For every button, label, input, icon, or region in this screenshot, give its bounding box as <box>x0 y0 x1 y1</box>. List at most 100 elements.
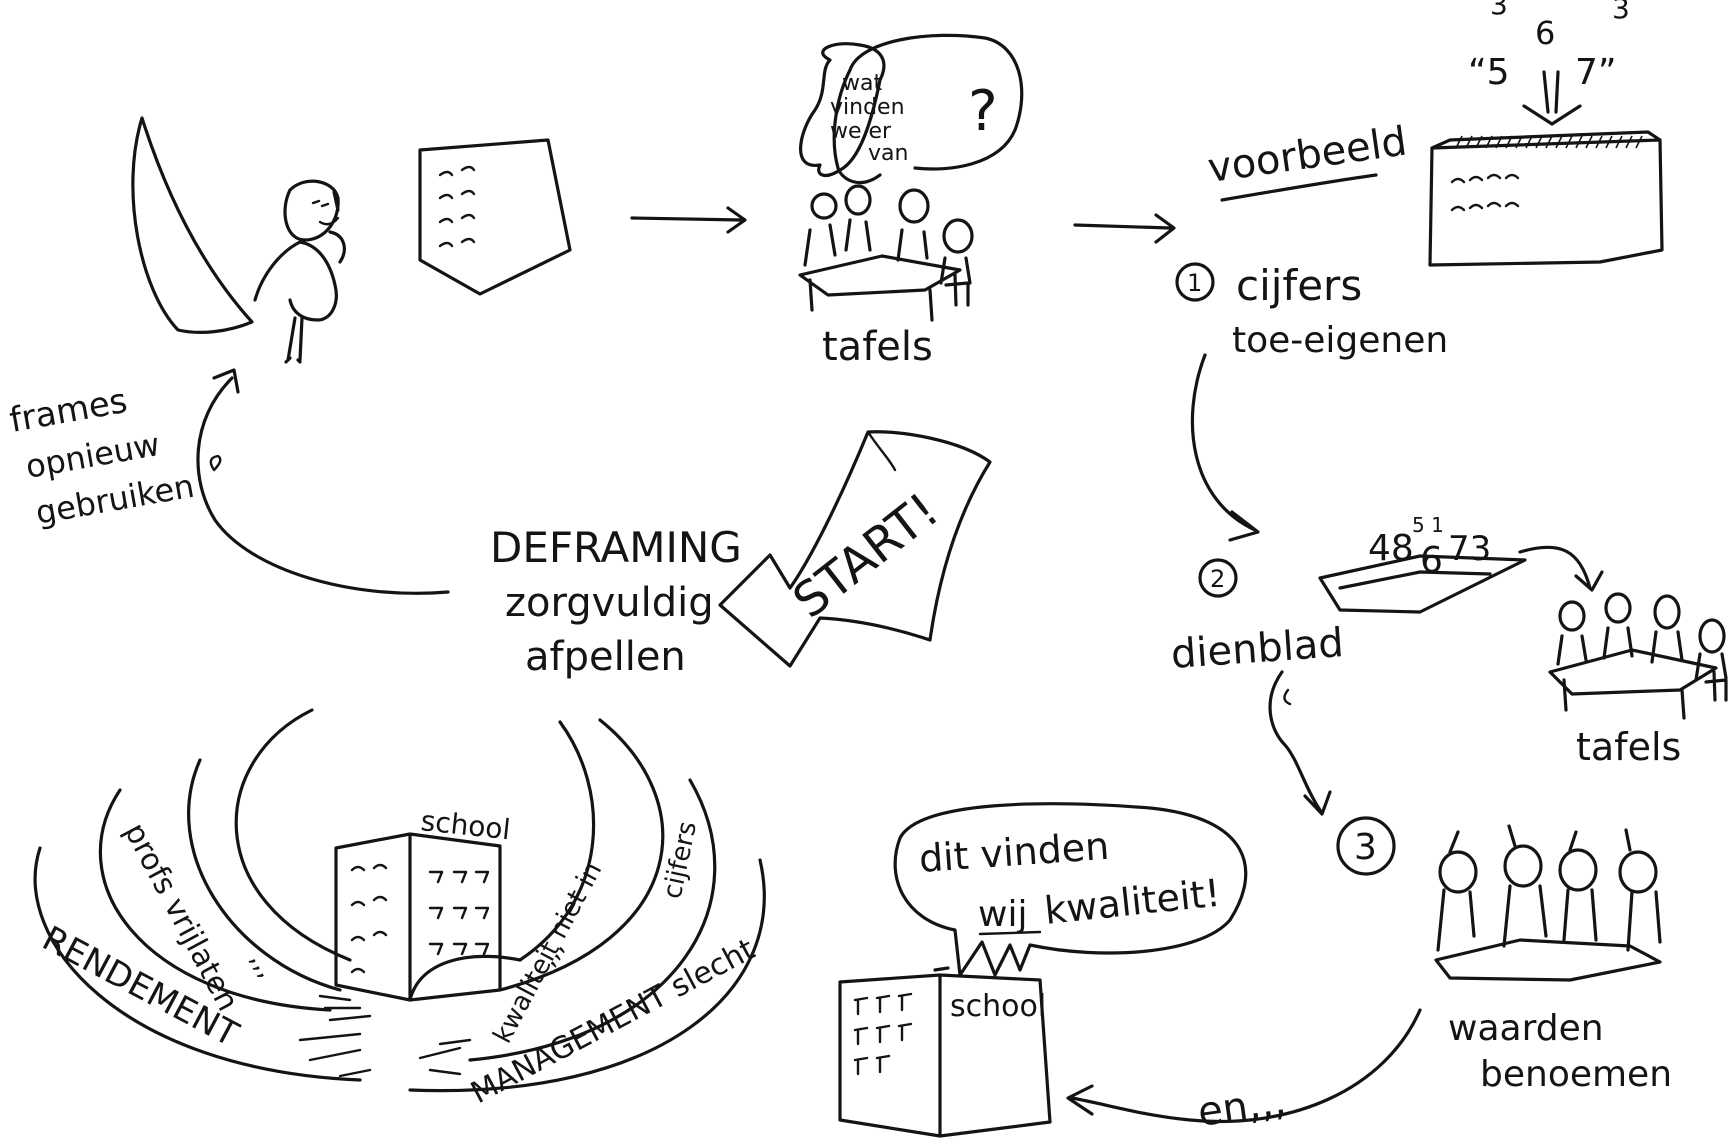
example-school-building <box>1428 130 1664 267</box>
arrow-loop-mark <box>1283 688 1292 706</box>
frame-pinch-lines <box>298 994 472 1078</box>
deframing-line-1: DEFRAMING <box>490 523 742 572</box>
frames-school-windows-right <box>428 870 490 956</box>
step-1-circle <box>1175 262 1215 302</box>
bottom-school-label: school <box>950 989 1046 1024</box>
bottom-speech-line-1: dit vinden <box>918 824 1111 881</box>
tray-numbers-sup: 5 1 <box>1412 513 1444 537</box>
arrow-loop-mark-2 <box>209 454 222 472</box>
step-2: 2 dienblad 48 5 1 6 73 tafels <box>1169 513 1728 769</box>
table-legs <box>808 273 970 322</box>
step-3-circle <box>1336 816 1396 876</box>
step-2-circle <box>1198 558 1238 598</box>
presenter-with-screen-icon <box>131 116 572 364</box>
speech-line-1: wat <box>842 71 882 96</box>
bottom-school: dit vinden wij kwaliteit! school <box>838 802 1248 1138</box>
frames-school-windows-left <box>350 863 388 974</box>
presenter-face <box>311 199 340 226</box>
speech-line-2: vinden <box>830 95 905 120</box>
frames-school-label: school <box>419 804 512 846</box>
step-2-number: 2 <box>1210 565 1225 593</box>
tray-numbers-c: 73 <box>1448 529 1491 569</box>
tables-top-label: tafels <box>822 324 933 370</box>
table-top <box>798 254 962 297</box>
voorbeeld-underline <box>1220 173 1378 202</box>
projection-screen-shape <box>131 116 254 334</box>
frame-arc-outer-right <box>408 858 766 1093</box>
step-3-line-2: benoemen <box>1480 1054 1672 1095</box>
frame-arc-bottom-inner <box>408 954 522 1002</box>
example-number-six: 6 <box>1535 14 1555 52</box>
presenter-body <box>253 240 338 322</box>
step-1-line-1: cijfers <box>1236 261 1362 310</box>
presentation-building <box>418 138 572 296</box>
example-number-quote-open: “5 <box>1468 52 1510 93</box>
arrow-deframing-to-presenter <box>196 368 450 595</box>
step-3-raised-arms <box>1448 824 1632 854</box>
wat-vinden-speech-bubble <box>799 42 886 178</box>
building-windows <box>438 165 476 248</box>
step-2-people-heads <box>1558 592 1726 654</box>
step-3-number: 3 <box>1354 827 1377 868</box>
question-mark: ? <box>968 79 998 144</box>
example-number-top-left: 3 <box>1490 0 1508 21</box>
example-school-windows <box>1450 173 1520 212</box>
deframing-block: DEFRAMING zorgvuldig afpellen <box>490 523 742 680</box>
tray-numbers-b: 6 <box>1420 540 1443 581</box>
speech-we-underline <box>978 930 1042 936</box>
table-people-bodies <box>803 218 972 285</box>
frame-arc-left-2 <box>98 788 332 1012</box>
speech-line-4: van <box>868 141 908 166</box>
frame-arc-right-2 <box>498 718 665 992</box>
bottom-school-building <box>838 966 1052 1138</box>
step-3-people-heads <box>1438 844 1658 894</box>
presenter-legs <box>284 316 304 364</box>
step-1: 1 cijfers toe-eigenen <box>1175 261 1448 361</box>
frame-arc-left-4 <box>234 708 352 962</box>
frame-arc-right-1 <box>518 720 596 962</box>
frames-bundle: school profs vrijlaten RENDEMENT kwalite… <box>33 708 766 1111</box>
arrow-step3-to-school <box>1066 1008 1422 1124</box>
question-speech-bubble <box>848 33 1024 171</box>
step-2-label: dienblad <box>1169 620 1345 678</box>
bottom-speech-we: wij <box>978 894 1027 935</box>
frame-label-cijfers: cijfers <box>658 819 704 902</box>
example-number-top-right: 3 <box>1612 0 1630 25</box>
tables-discussion-icon: ? wat vinden we er van tafels <box>798 33 1024 370</box>
presenter-head <box>283 179 340 242</box>
bottom-school-windows <box>853 992 913 1076</box>
step-1-number: 1 <box>1187 269 1202 297</box>
question-speech-bubble-side <box>832 68 882 185</box>
arrow-to-voorbeeld <box>1073 213 1176 244</box>
step-2-tables-label: tafels <box>1576 725 1681 769</box>
example-school-hatching <box>1455 135 1643 149</box>
step-3-table <box>1434 938 1662 982</box>
start-arrow: START! <box>718 430 992 668</box>
start-arrow-fold <box>866 430 897 472</box>
frames-school-building <box>334 832 502 1002</box>
step-3-people-bodies <box>1436 884 1662 952</box>
deframing-line-2: zorgvuldig <box>505 580 714 626</box>
en-label: en,,, <box>1195 1078 1289 1136</box>
step-2-table <box>1548 648 1728 720</box>
start-arrow-shape <box>718 430 992 668</box>
step-3: 3 waarden benoemen <box>1336 816 1672 1095</box>
tray-numbers-a: 48 <box>1368 528 1414 569</box>
example-number-quote-close: 7” <box>1575 52 1617 93</box>
bottom-speech-rest: kwaliteit! <box>1042 871 1222 933</box>
step-2-people-bodies <box>1556 626 1728 682</box>
example-school-icon: voorbeeld 3 3 6 “5 7” <box>1205 0 1664 267</box>
arrow-step2-to-step3 <box>1268 670 1332 816</box>
table-people-heads <box>810 184 974 254</box>
step-3-line-1: waarden <box>1448 1008 1604 1049</box>
frame-arc-left-3 <box>187 758 342 992</box>
deframing-line-3: afpellen <box>525 634 686 680</box>
frame-arc-right-3 <box>468 778 717 1062</box>
frame-label-dots-left: ,,, <box>244 947 282 983</box>
numbers-arrow-down <box>1522 70 1582 126</box>
bottom-speech-bubble <box>893 802 1248 977</box>
arrow-tray-to-tables <box>1518 545 1604 592</box>
dienblad-tray <box>1318 554 1527 614</box>
frames-reuse-block: frames opnieuw gebruiken <box>7 368 450 595</box>
